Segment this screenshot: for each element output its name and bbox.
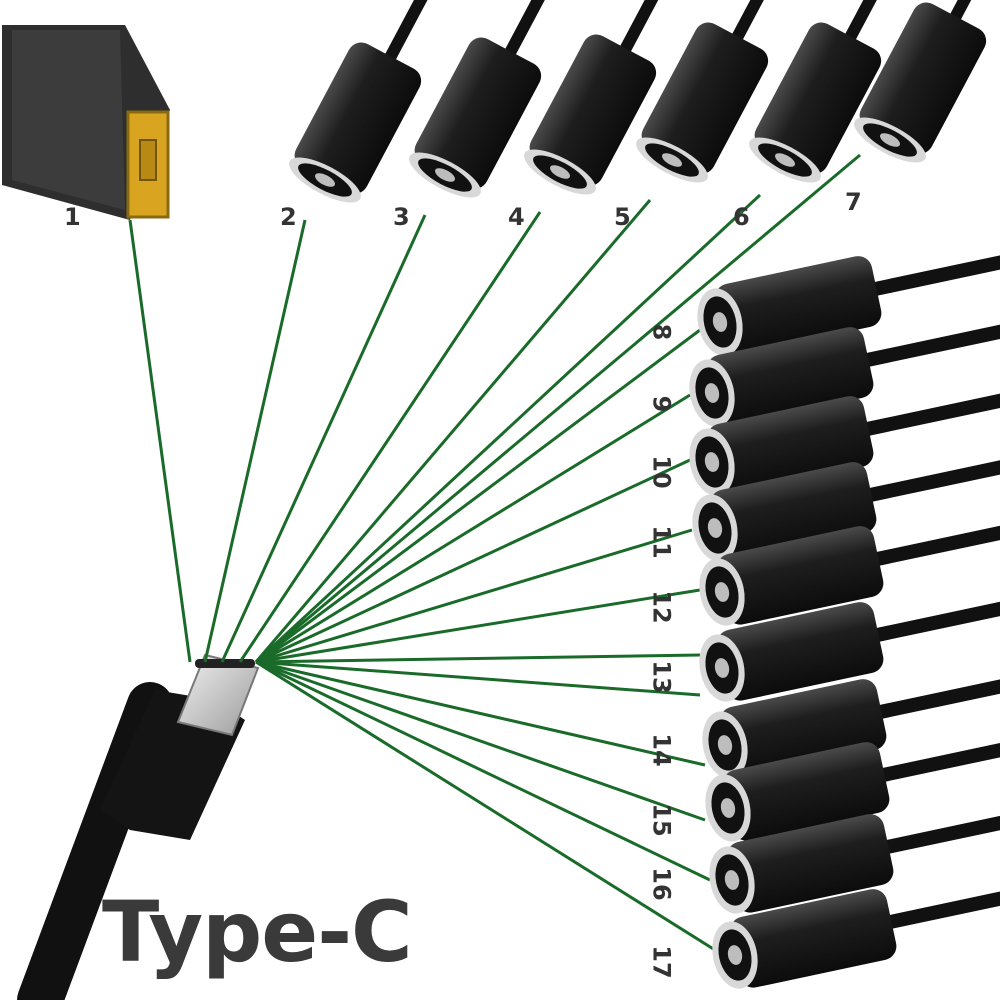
connector-number-14: 14 xyxy=(647,733,676,767)
wire-5 xyxy=(254,199,652,663)
connector-number-12: 12 xyxy=(647,590,676,624)
connector-number-11: 11 xyxy=(647,525,676,559)
connector-number-13: 13 xyxy=(647,660,676,694)
wire-18 xyxy=(255,660,716,952)
wire-9 xyxy=(255,393,691,664)
barrel-connector-13 xyxy=(699,574,1000,702)
wire-11 xyxy=(255,528,693,664)
connector-number-5: 5 xyxy=(614,203,631,231)
wire-4 xyxy=(238,211,542,663)
wire-13 xyxy=(255,653,701,664)
barrel-connector-12 xyxy=(699,498,1000,626)
barrel-connector-17 xyxy=(712,863,1000,989)
wire-3 xyxy=(220,214,427,663)
barrel-connector-3 xyxy=(409,0,563,198)
type-c-plug xyxy=(17,653,260,1000)
barrel-connector-15 xyxy=(705,715,1000,842)
wire-7 xyxy=(255,153,861,664)
connector-number-16: 16 xyxy=(647,867,676,901)
wire-6 xyxy=(254,193,762,664)
type-c-title: Type-C xyxy=(102,883,413,981)
connector-number-15: 15 xyxy=(647,803,676,837)
wire-2 xyxy=(203,219,307,663)
connector-number-1: 1 xyxy=(64,203,81,231)
wire-15 xyxy=(255,660,706,767)
connector-number-6: 6 xyxy=(733,203,750,231)
wire-17 xyxy=(255,660,711,882)
barrel-connector-2 xyxy=(289,0,443,203)
connector-number-2: 2 xyxy=(280,203,297,231)
barrel-connector-7 xyxy=(854,0,1000,163)
barrel-connector-5 xyxy=(636,0,790,183)
connector-1-square-tip xyxy=(2,25,170,220)
wire-10 xyxy=(255,458,691,664)
barrel-connectors xyxy=(289,0,1000,989)
wire-12 xyxy=(255,588,701,664)
wire-16 xyxy=(255,660,706,822)
wire-8 xyxy=(255,328,701,664)
barrel-connector-6 xyxy=(749,0,903,183)
barrel-connector-16 xyxy=(709,788,1000,914)
wire-lines xyxy=(128,153,861,952)
connector-number-4: 4 xyxy=(508,203,525,231)
connector-number-17: 17 xyxy=(647,945,676,979)
connector-number-10: 10 xyxy=(647,455,676,489)
wire-14 xyxy=(255,660,701,697)
connector-number-3: 3 xyxy=(393,203,410,231)
wire-1 xyxy=(128,219,192,663)
barrel-connector-4 xyxy=(524,0,678,195)
connector-number-7: 7 xyxy=(845,188,862,216)
connector-number-8: 8 xyxy=(647,323,676,341)
connector-number-9: 9 xyxy=(647,395,676,413)
